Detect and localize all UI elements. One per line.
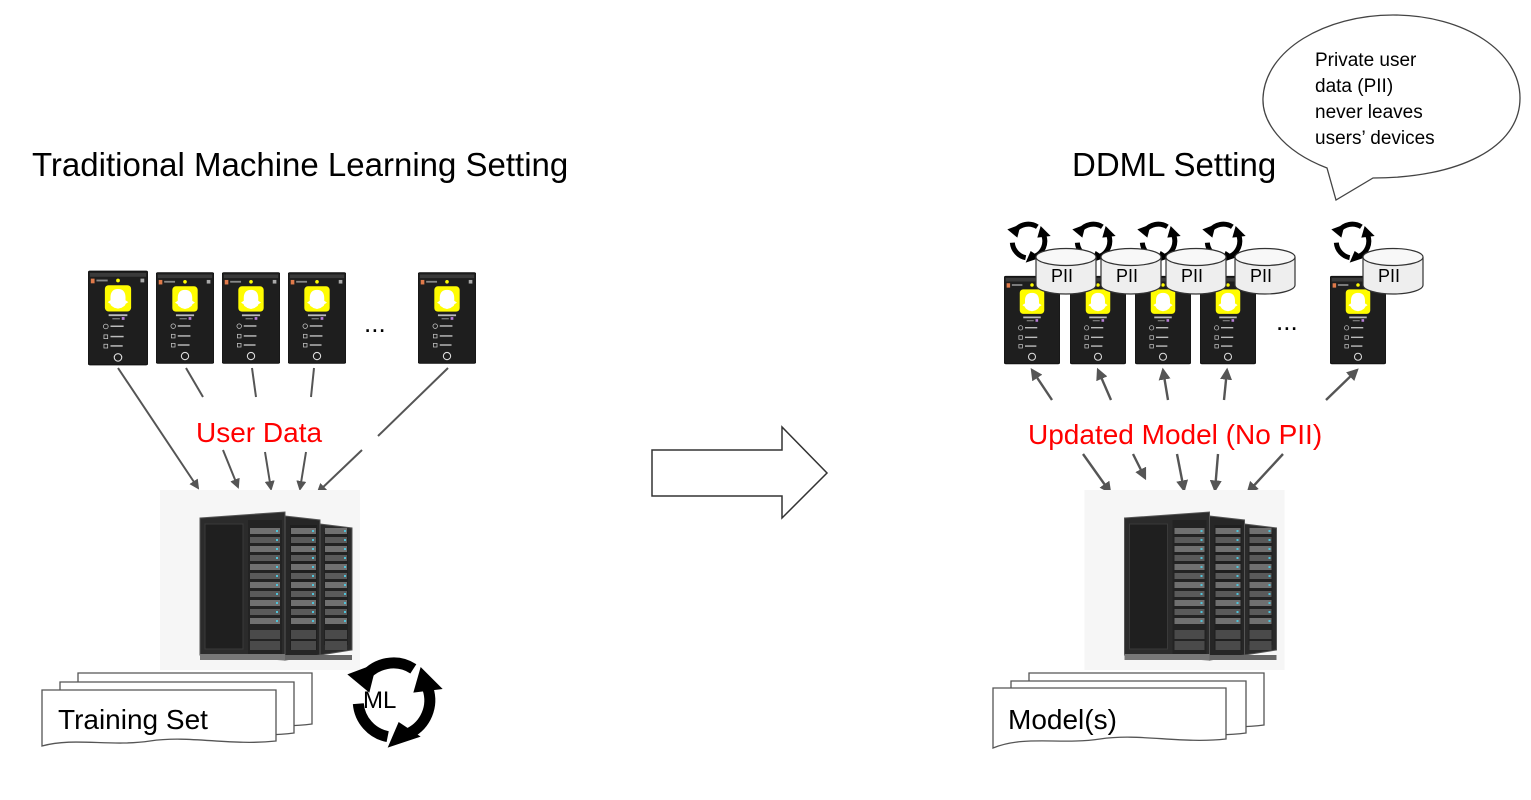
right-phones: ... bbox=[1004, 275, 1386, 365]
model-arrow bbox=[1158, 367, 1171, 401]
transition-arrow-icon bbox=[651, 425, 829, 520]
left-ellipsis: ... bbox=[364, 308, 386, 338]
update-arrow bbox=[1131, 453, 1147, 481]
model-arrow bbox=[1325, 368, 1359, 401]
update-arrow bbox=[1246, 453, 1284, 494]
model-push-arrows bbox=[1030, 367, 1359, 401]
data-arrow-segment bbox=[185, 367, 204, 398]
data-arrow-segment bbox=[310, 367, 315, 398]
update-arrow bbox=[1082, 453, 1112, 494]
callout-text: Private user data (PII) never leaves use… bbox=[1315, 50, 1435, 149]
smartphone-icon bbox=[222, 272, 280, 364]
smartphone-icon bbox=[418, 272, 476, 364]
model-arrow bbox=[1220, 367, 1233, 401]
pii-label: PII bbox=[1116, 266, 1138, 286]
ml-label: ML bbox=[363, 687, 396, 714]
smartphone-icon bbox=[156, 272, 214, 364]
pii-database: PII bbox=[1362, 247, 1424, 295]
right-ellipsis: ... bbox=[1276, 306, 1298, 336]
pii-database: PII bbox=[1100, 247, 1162, 295]
document-page-front bbox=[992, 687, 1227, 749]
ddml-title: DDML Setting bbox=[1072, 146, 1276, 183]
user-data-label: User Data bbox=[196, 417, 322, 448]
data-arrow bbox=[117, 367, 200, 490]
privacy-callout: Private user data (PII) never leaves use… bbox=[1262, 14, 1521, 201]
ml-cycle: ML bbox=[347, 663, 442, 748]
left-data-arrows bbox=[117, 367, 449, 494]
update-arrow bbox=[1175, 453, 1189, 493]
callout-line: never leaves bbox=[1315, 102, 1423, 123]
data-arrow bbox=[296, 451, 307, 491]
update-arrow bbox=[1209, 453, 1222, 493]
traditional-ml-title: Traditional Machine Learning Setting bbox=[32, 146, 568, 183]
model-arrow bbox=[1096, 367, 1113, 401]
pii-database: PII bbox=[1165, 247, 1227, 295]
server-rack-icon bbox=[160, 490, 360, 670]
smartphone-icon bbox=[288, 272, 346, 364]
pii-database: PII bbox=[1035, 247, 1097, 295]
pii-database: PII bbox=[1234, 247, 1296, 295]
callout-line: Private user bbox=[1315, 50, 1417, 71]
pii-stores: PII PII PII PII PII bbox=[1035, 247, 1424, 295]
models-label: Model(s) bbox=[1008, 704, 1117, 735]
models-document: Model(s) bbox=[992, 672, 1265, 749]
data-arrow bbox=[316, 449, 363, 494]
model-arrow bbox=[1030, 368, 1053, 401]
callout-bubble bbox=[1262, 14, 1521, 201]
pii-label: PII bbox=[1250, 266, 1272, 286]
data-arrow-segment bbox=[251, 367, 257, 398]
pii-label: PII bbox=[1051, 266, 1073, 286]
updated-model-label: Updated Model (No PII) bbox=[1028, 419, 1322, 450]
pii-label: PII bbox=[1181, 266, 1203, 286]
callout-line: users’ devices bbox=[1315, 128, 1435, 149]
callout-line: data (PII) bbox=[1315, 76, 1393, 97]
pii-label: PII bbox=[1378, 266, 1400, 286]
data-arrow-segment bbox=[377, 367, 449, 437]
left-phones: ... bbox=[88, 270, 476, 366]
smartphone-icon bbox=[88, 270, 148, 366]
training-set-label: Training Set bbox=[58, 704, 208, 735]
training-set-document: Training Set bbox=[41, 672, 313, 747]
update-arrows bbox=[1082, 453, 1284, 494]
data-arrow bbox=[222, 449, 240, 489]
server-rack-icon bbox=[1083, 490, 1286, 670]
document-page-front bbox=[41, 689, 277, 747]
ddml-section: DDML Setting Private user data (PII) nev… bbox=[992, 14, 1521, 749]
traditional-ml-section: Traditional Machine Learning Setting ...… bbox=[32, 146, 568, 748]
data-arrow bbox=[264, 451, 275, 491]
